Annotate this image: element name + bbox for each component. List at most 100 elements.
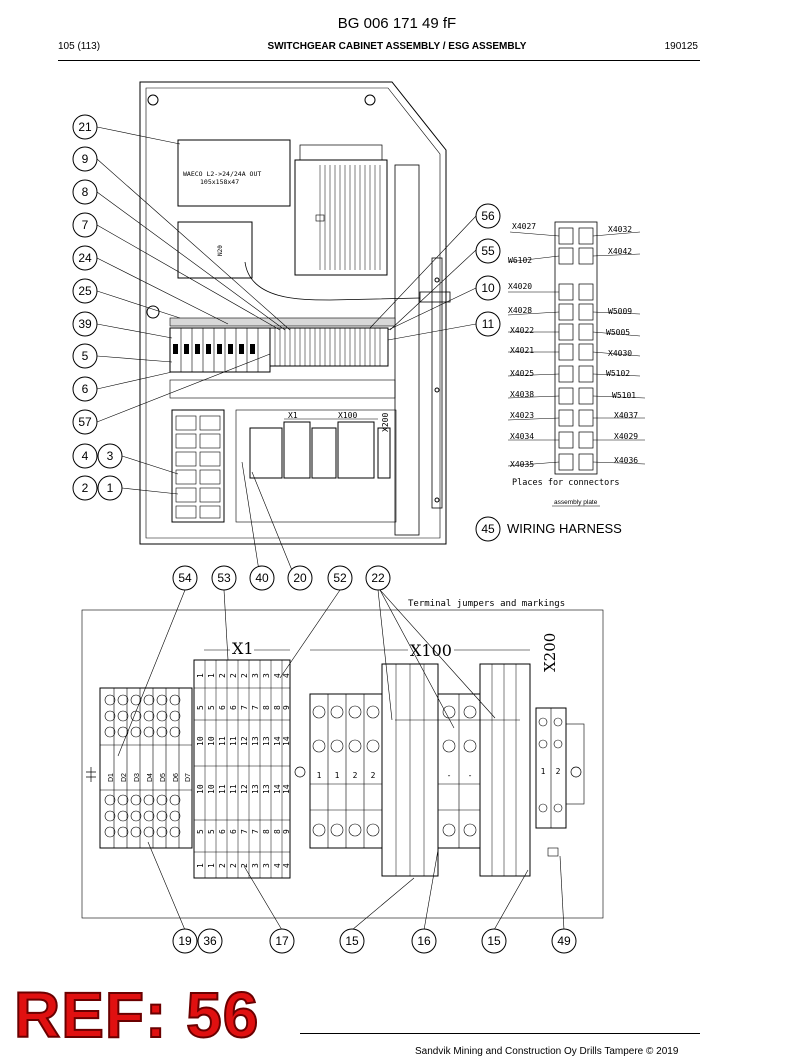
document-number: BG 006 171 49 fF	[337, 15, 457, 32]
ref-stamp: REF: 56	[13, 979, 260, 1051]
svg-text:7: 7	[240, 705, 249, 710]
svg-text:8: 8	[262, 829, 271, 834]
label-box	[177, 139, 291, 207]
svg-text:5: 5	[207, 829, 216, 834]
svg-text:13: 13	[262, 736, 271, 746]
page-number: 105 (113)	[58, 41, 101, 52]
svg-text:45: 45	[481, 522, 495, 536]
svg-text:20: 20	[293, 571, 307, 585]
callout-36: 36	[197, 928, 223, 954]
footer-rule	[300, 1033, 700, 1034]
svg-text:7: 7	[251, 705, 260, 710]
svg-text:2: 2	[229, 673, 238, 678]
x100-mark: 1	[317, 771, 322, 780]
terminal-block-x1-small	[249, 427, 283, 479]
svg-text:22: 22	[371, 571, 385, 585]
x100-mark: 1	[335, 771, 340, 780]
connector-x4032: X4032	[608, 225, 632, 234]
assembly-plate-label: assembly plate	[554, 499, 598, 506]
svg-text:1: 1	[207, 863, 216, 868]
svg-text:7: 7	[82, 218, 89, 232]
svg-text:4: 4	[273, 863, 282, 868]
svg-text:3: 3	[251, 673, 260, 678]
wiring-harness-label: WIRING HARNESS	[507, 521, 622, 536]
svg-text:3: 3	[262, 673, 271, 678]
svg-text:25: 25	[78, 284, 92, 298]
callout-49: 49	[551, 928, 577, 954]
callout-6: 6	[72, 376, 98, 402]
svg-text:9: 9	[282, 705, 291, 710]
connectors-caption: Places for connectors	[512, 478, 619, 488]
diode-d2: D2	[121, 773, 128, 782]
connector-x4022: X4022	[510, 326, 534, 335]
callout-2: 2	[72, 475, 98, 501]
diode-d3: D3	[134, 773, 141, 782]
svg-text:53: 53	[217, 571, 231, 585]
callout-17: 17	[269, 928, 295, 954]
svg-text:11: 11	[218, 736, 227, 746]
callout-40: 40	[249, 565, 275, 591]
callout-3: 3	[97, 443, 123, 469]
callout-39: 39	[72, 311, 98, 337]
connector-x4035: X4035	[510, 460, 534, 469]
svg-text:2: 2	[218, 863, 227, 868]
svg-text:10: 10	[207, 784, 216, 794]
connector-x4029: X4029	[614, 432, 638, 441]
svg-text:14: 14	[282, 736, 291, 746]
connector-w5102: W5102	[606, 369, 630, 378]
connector-x4042: X4042	[608, 247, 632, 256]
svg-text:5: 5	[207, 705, 216, 710]
connector-x4020: X4020	[508, 282, 532, 291]
x100-detail-label: X100	[410, 641, 452, 660]
svg-text:13: 13	[251, 736, 260, 746]
svg-text:13: 13	[251, 784, 260, 794]
svg-text:56: 56	[481, 209, 495, 223]
callout-7: 7	[72, 212, 98, 238]
module-label: N20	[217, 245, 224, 256]
svg-text:1: 1	[196, 863, 205, 868]
callout-45: 45	[475, 516, 501, 542]
svg-text:15: 15	[487, 934, 501, 948]
x200-mark: 1	[541, 767, 546, 776]
svg-text:5: 5	[196, 829, 205, 834]
svg-text:24: 24	[78, 251, 92, 265]
svg-text:4: 4	[282, 863, 291, 868]
callout-53: 53	[211, 565, 237, 591]
connector-x4037: X4037	[614, 411, 638, 420]
diode-d4: D4	[147, 773, 154, 782]
svg-text:1: 1	[107, 481, 114, 495]
svg-text:3: 3	[107, 449, 114, 463]
svg-text:8: 8	[273, 829, 282, 834]
callout-11: 11	[475, 311, 501, 337]
svg-text:11: 11	[482, 317, 495, 331]
svg-text:21: 21	[78, 120, 92, 134]
heatsink-fins	[319, 165, 381, 270]
callout-22: 22	[365, 565, 391, 591]
svg-text:2: 2	[229, 863, 238, 868]
diode-d1: D1	[108, 773, 115, 782]
svg-text:16: 16	[417, 934, 431, 948]
svg-text:11: 11	[218, 784, 227, 794]
callout-4: 4	[72, 443, 98, 469]
connector-plate	[554, 221, 598, 475]
x1-small-label: X1	[288, 411, 298, 420]
x100-mark: -	[447, 771, 452, 780]
connector-x4027: X4027	[512, 222, 536, 231]
svg-text:7: 7	[240, 829, 249, 834]
diode-block	[99, 687, 193, 849]
callout-20: 20	[287, 565, 313, 591]
connector-x4038: X4038	[510, 390, 534, 399]
svg-text:36: 36	[203, 934, 217, 948]
connector-x4021: X4021	[510, 346, 534, 355]
x100-mark: -	[468, 771, 473, 780]
callout-15b: 15	[481, 928, 507, 954]
terminal-block-x1	[193, 659, 291, 879]
svg-text:13: 13	[262, 784, 271, 794]
callout-10: 10	[475, 275, 501, 301]
svg-text:5: 5	[82, 349, 89, 363]
x100-mark: 2	[353, 771, 358, 780]
svg-text:4: 4	[273, 673, 282, 678]
svg-text:52: 52	[333, 571, 347, 585]
callout-8: 8	[72, 179, 98, 205]
diode-d5: D5	[160, 773, 167, 782]
